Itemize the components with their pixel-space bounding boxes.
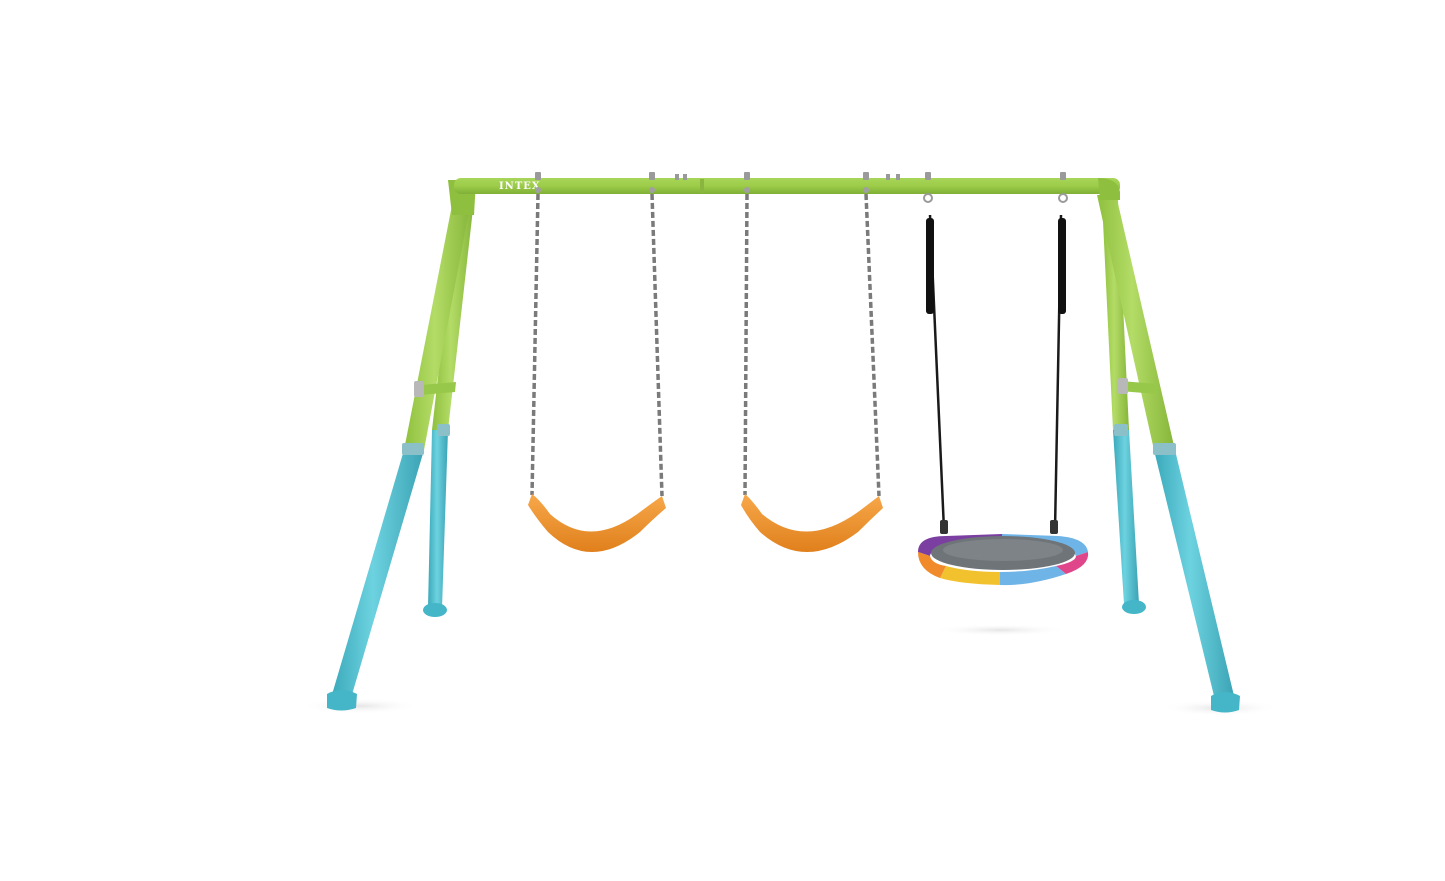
top-beam [454, 178, 1120, 200]
beam-clamps [535, 172, 1066, 180]
belt-seat-left [528, 494, 666, 552]
chain-left-1 [530, 193, 540, 496]
chain-left-2 [650, 193, 664, 497]
nest-seat [918, 534, 1089, 586]
left-front-leg [327, 195, 472, 711]
floor-shadow-left [300, 698, 420, 714]
left-crossbar [414, 381, 456, 397]
belt-swing-middle [741, 187, 883, 552]
right-back-leg [1102, 200, 1146, 614]
right-crossbar [1118, 378, 1158, 394]
brand-logo: INTEX [499, 181, 541, 192]
chain-mid-1 [743, 193, 749, 496]
belt-swing-left [528, 187, 666, 552]
left-back-leg [423, 200, 474, 617]
nest-swing [918, 193, 1089, 586]
chain-mid-2 [864, 193, 881, 497]
belt-seat-middle [741, 494, 883, 552]
nest-shadow [930, 624, 1070, 636]
